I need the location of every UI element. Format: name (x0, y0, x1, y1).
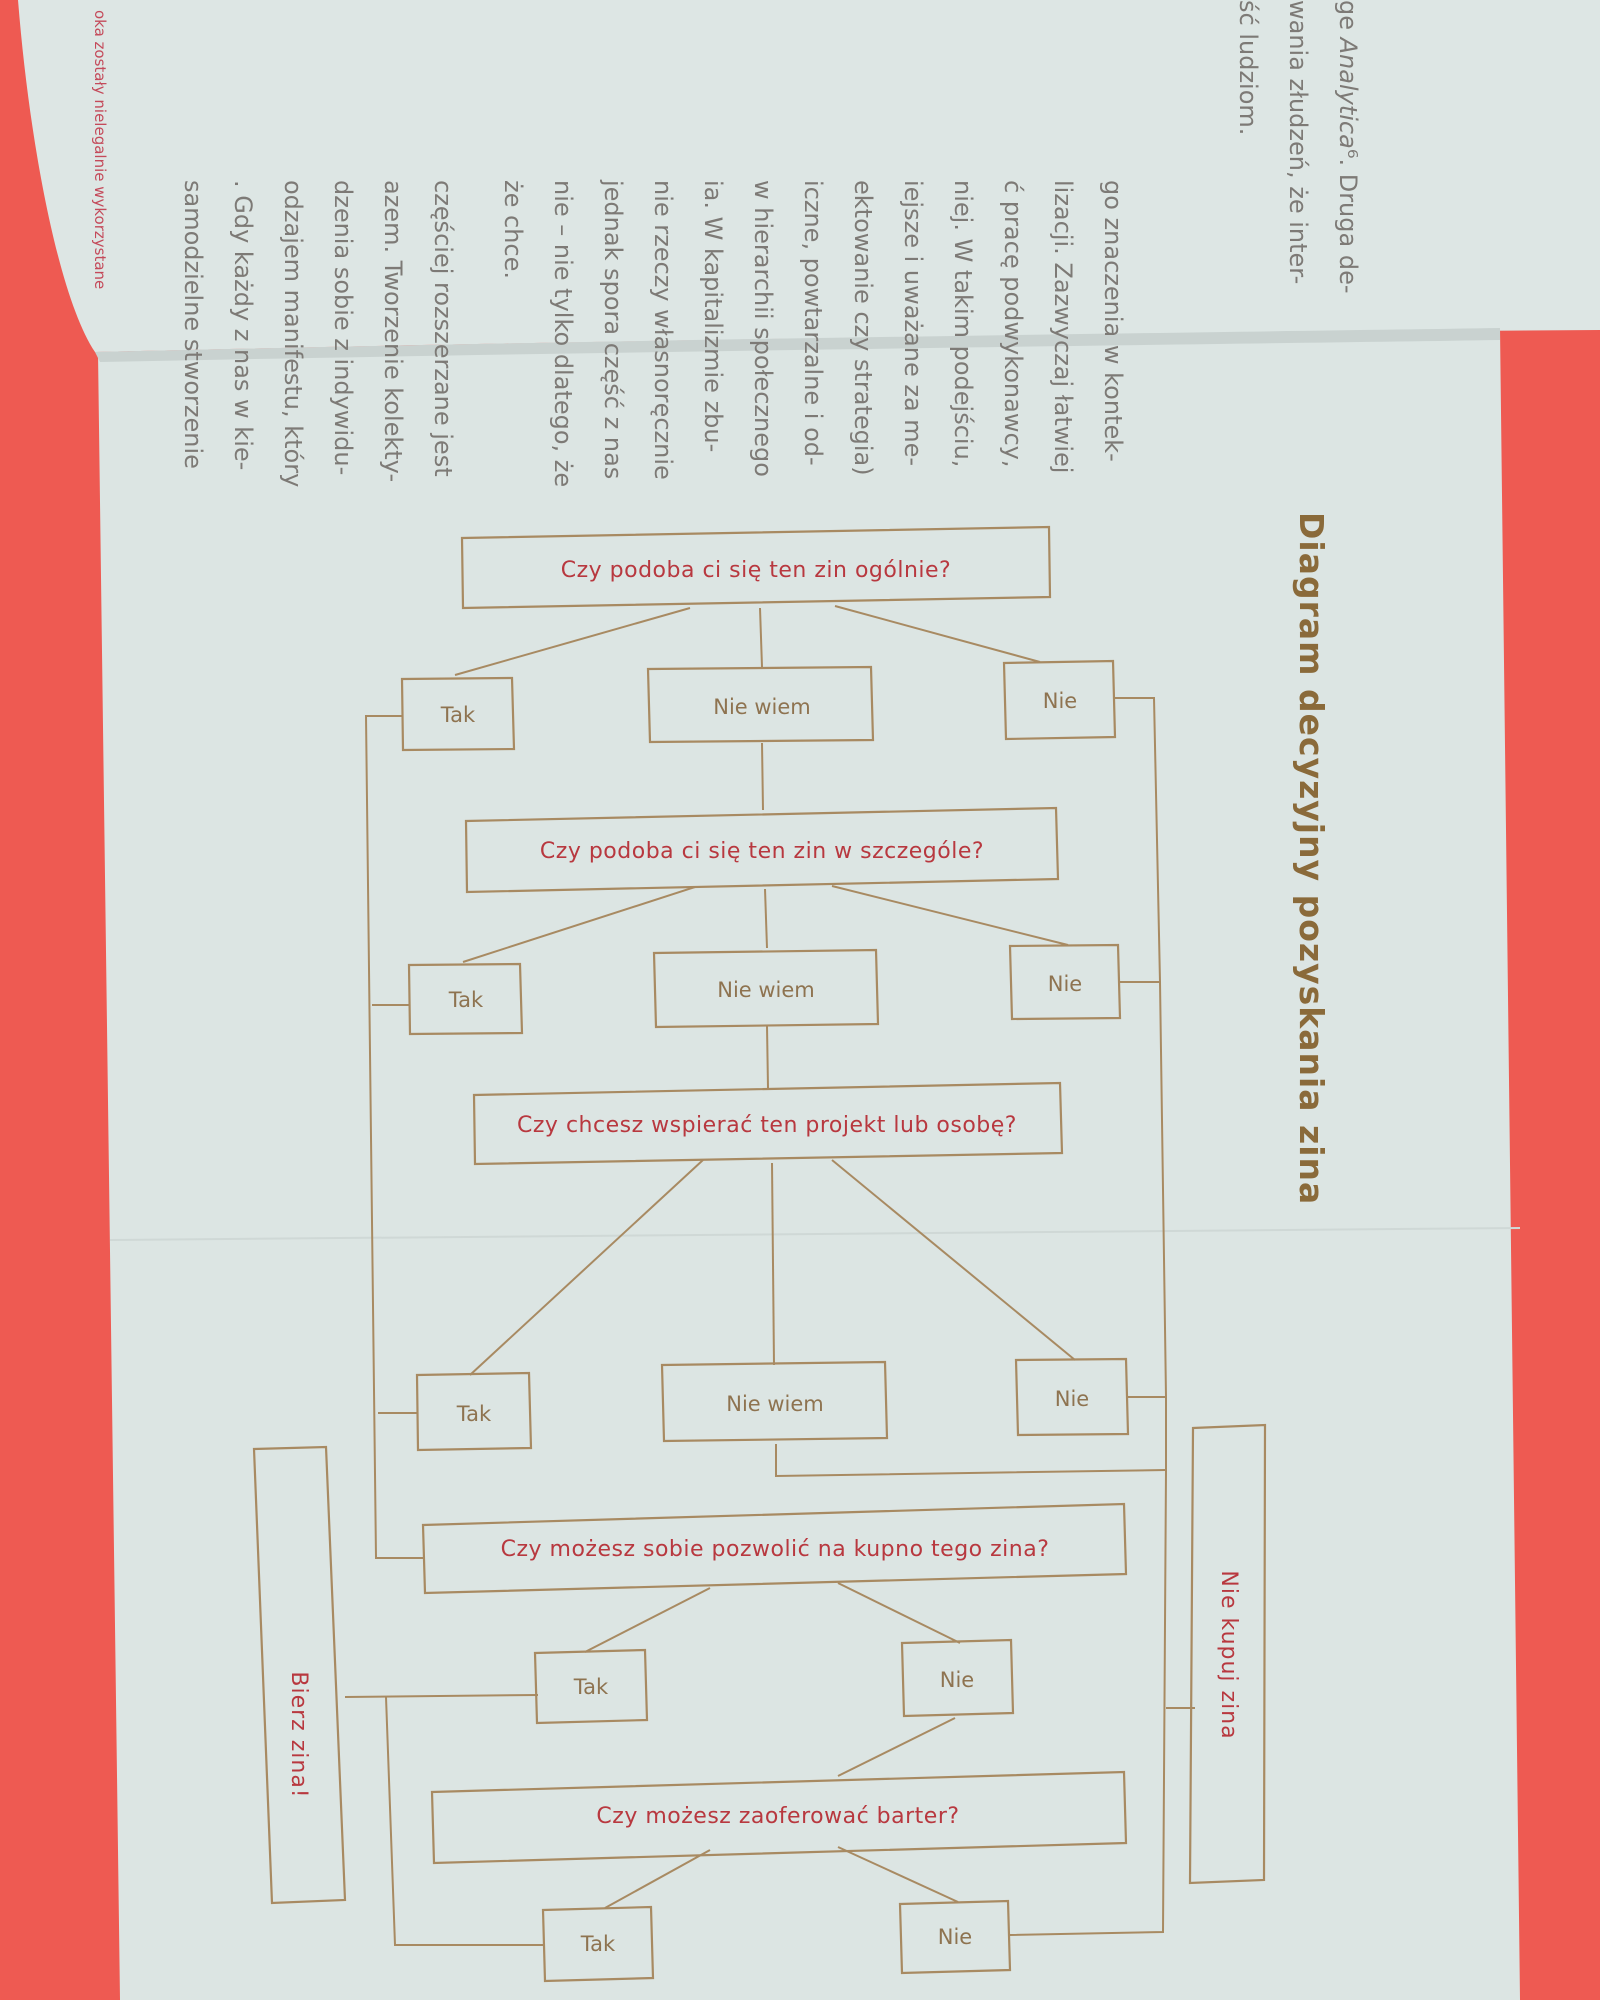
text-line-20: azem. Tworzenie kolekty- (379, 180, 407, 482)
diagram-title: Diagram decyzyjny pozyskania zina (1292, 512, 1331, 1205)
q5-label: Czy możesz zaoferować barter? (596, 1804, 959, 1829)
text-line-17: że chce. (499, 180, 527, 279)
left-page-sheet (18, 0, 1600, 352)
q3-no-box (1014, 1357, 1130, 1437)
q1-yes-box (400, 676, 516, 752)
q5-box (430, 1770, 1128, 1865)
q3-label: Czy chcesz wspierać ten projekt lub osob… (517, 1113, 1017, 1138)
text-line-10: ektowanie czy strategia) (849, 180, 877, 476)
dont-buy-box (1188, 1423, 1267, 1885)
text-line-9: iejsze i uważane za me- (899, 180, 927, 466)
q1-no-box (1002, 659, 1117, 741)
q5-yes-label: Tak (580, 1932, 616, 1956)
q3-no-label: Nie (1055, 1387, 1089, 1411)
q4-yes-label: Tak (573, 1675, 609, 1699)
take-zine-label-group: Bierz zina! (286, 1671, 311, 1798)
q1-box (460, 525, 1052, 610)
q2-no-label: Nie (1048, 972, 1082, 996)
text-line-0: ge Analytica⁶. Druga de- (1334, 0, 1362, 294)
q4-no-box (900, 1638, 1015, 1718)
text-line-22: odzajem manifestu, który (279, 180, 307, 487)
q3-box (472, 1081, 1064, 1166)
text-line-21: dzenia sobie z indywidu- (329, 180, 357, 475)
q3-dunno-label: Nie wiem (726, 1392, 824, 1416)
q1-dunno-box (646, 665, 875, 744)
text-line-12: w hierarchii społecznego (749, 180, 777, 477)
q5-yes-box (541, 1905, 655, 1983)
q1-no-label: Nie (1043, 689, 1077, 713)
text-line-2: ść ludziom. (1234, 0, 1262, 135)
q4-yes-box (533, 1648, 649, 1725)
text-line-1: wania złudzeń, że inter- (1284, 0, 1312, 284)
q5-no-box (898, 1899, 1012, 1975)
text-line-7: ć pracę podwykonawcy, (999, 180, 1027, 468)
diagram-boxes (252, 525, 1267, 1983)
page-curl-shadow (95, 328, 1500, 362)
q4-no-label: Nie (940, 1668, 974, 1692)
q3-dunno-box (660, 1360, 889, 1443)
q3-yes-box (415, 1371, 533, 1452)
text-line-13: ia. W kapitalizmie zbu- (699, 180, 727, 452)
diagram-title-group: Diagram decyzyjny pozyskania zina (1292, 512, 1331, 1205)
left-page-text: ge Analytica⁶. Druga de- wania złudzeń, … (91, 0, 1362, 487)
q2-label: Czy podoba ci się ten zin w szczególe? (540, 839, 984, 864)
diagram-labels: Czy podoba ci się ten zin ogólnie? Tak N… (286, 558, 1241, 1956)
connectors (344, 605, 1195, 1946)
take-zine-box (252, 1445, 347, 1905)
text-line-15: jednak spora część z nas (599, 179, 627, 479)
text-line-8: niej. W takim podejściu, (949, 180, 977, 467)
dont-buy-label: Nie kupuj zina (1216, 1570, 1241, 1739)
q2-dunno-label: Nie wiem (717, 978, 815, 1002)
q5-no-label: Nie (938, 1925, 972, 1949)
q2-dunno-box (652, 948, 880, 1029)
q2-yes-label: Tak (448, 988, 484, 1012)
text-line-24: samodzielne stworzenie (179, 180, 207, 469)
q1-yes-label: Tak (440, 703, 476, 727)
text-line-23: . Gdy każdy z nas w kie- (229, 180, 257, 470)
q1-label: Czy podoba ci się ten zin ogólnie? (561, 558, 951, 583)
text-line-6: lizacji. Zazwyczaj łatwiej (1049, 180, 1077, 473)
q2-box (464, 806, 1060, 894)
text-line-16: nie – nie tylko dlatego, że (549, 180, 577, 487)
text-line-11: iczne, powtarzalne i od- (799, 180, 827, 466)
text-line-14: nie rzeczy własnoręcznie (649, 180, 677, 480)
text-line-19: częściej rozszerzane jest (429, 180, 457, 477)
text-line-5: go znaczenia w kontek- (1099, 180, 1127, 462)
q4-box (421, 1502, 1128, 1595)
q1-dunno-label: Nie wiem (713, 695, 811, 719)
q2-yes-box (407, 962, 524, 1036)
take-zine-label: Bierz zina! (286, 1671, 311, 1798)
q2-no-box (1008, 943, 1122, 1021)
q3-yes-label: Tak (456, 1402, 492, 1426)
footnote: oka zostały nielegalnie wykorzystane (91, 10, 109, 289)
q4-label: Czy możesz sobie pozwolić na kupno tego … (501, 1537, 1050, 1562)
fold-line (109, 1227, 1521, 1241)
dont-buy-label-group: Nie kupuj zina (1216, 1570, 1241, 1739)
